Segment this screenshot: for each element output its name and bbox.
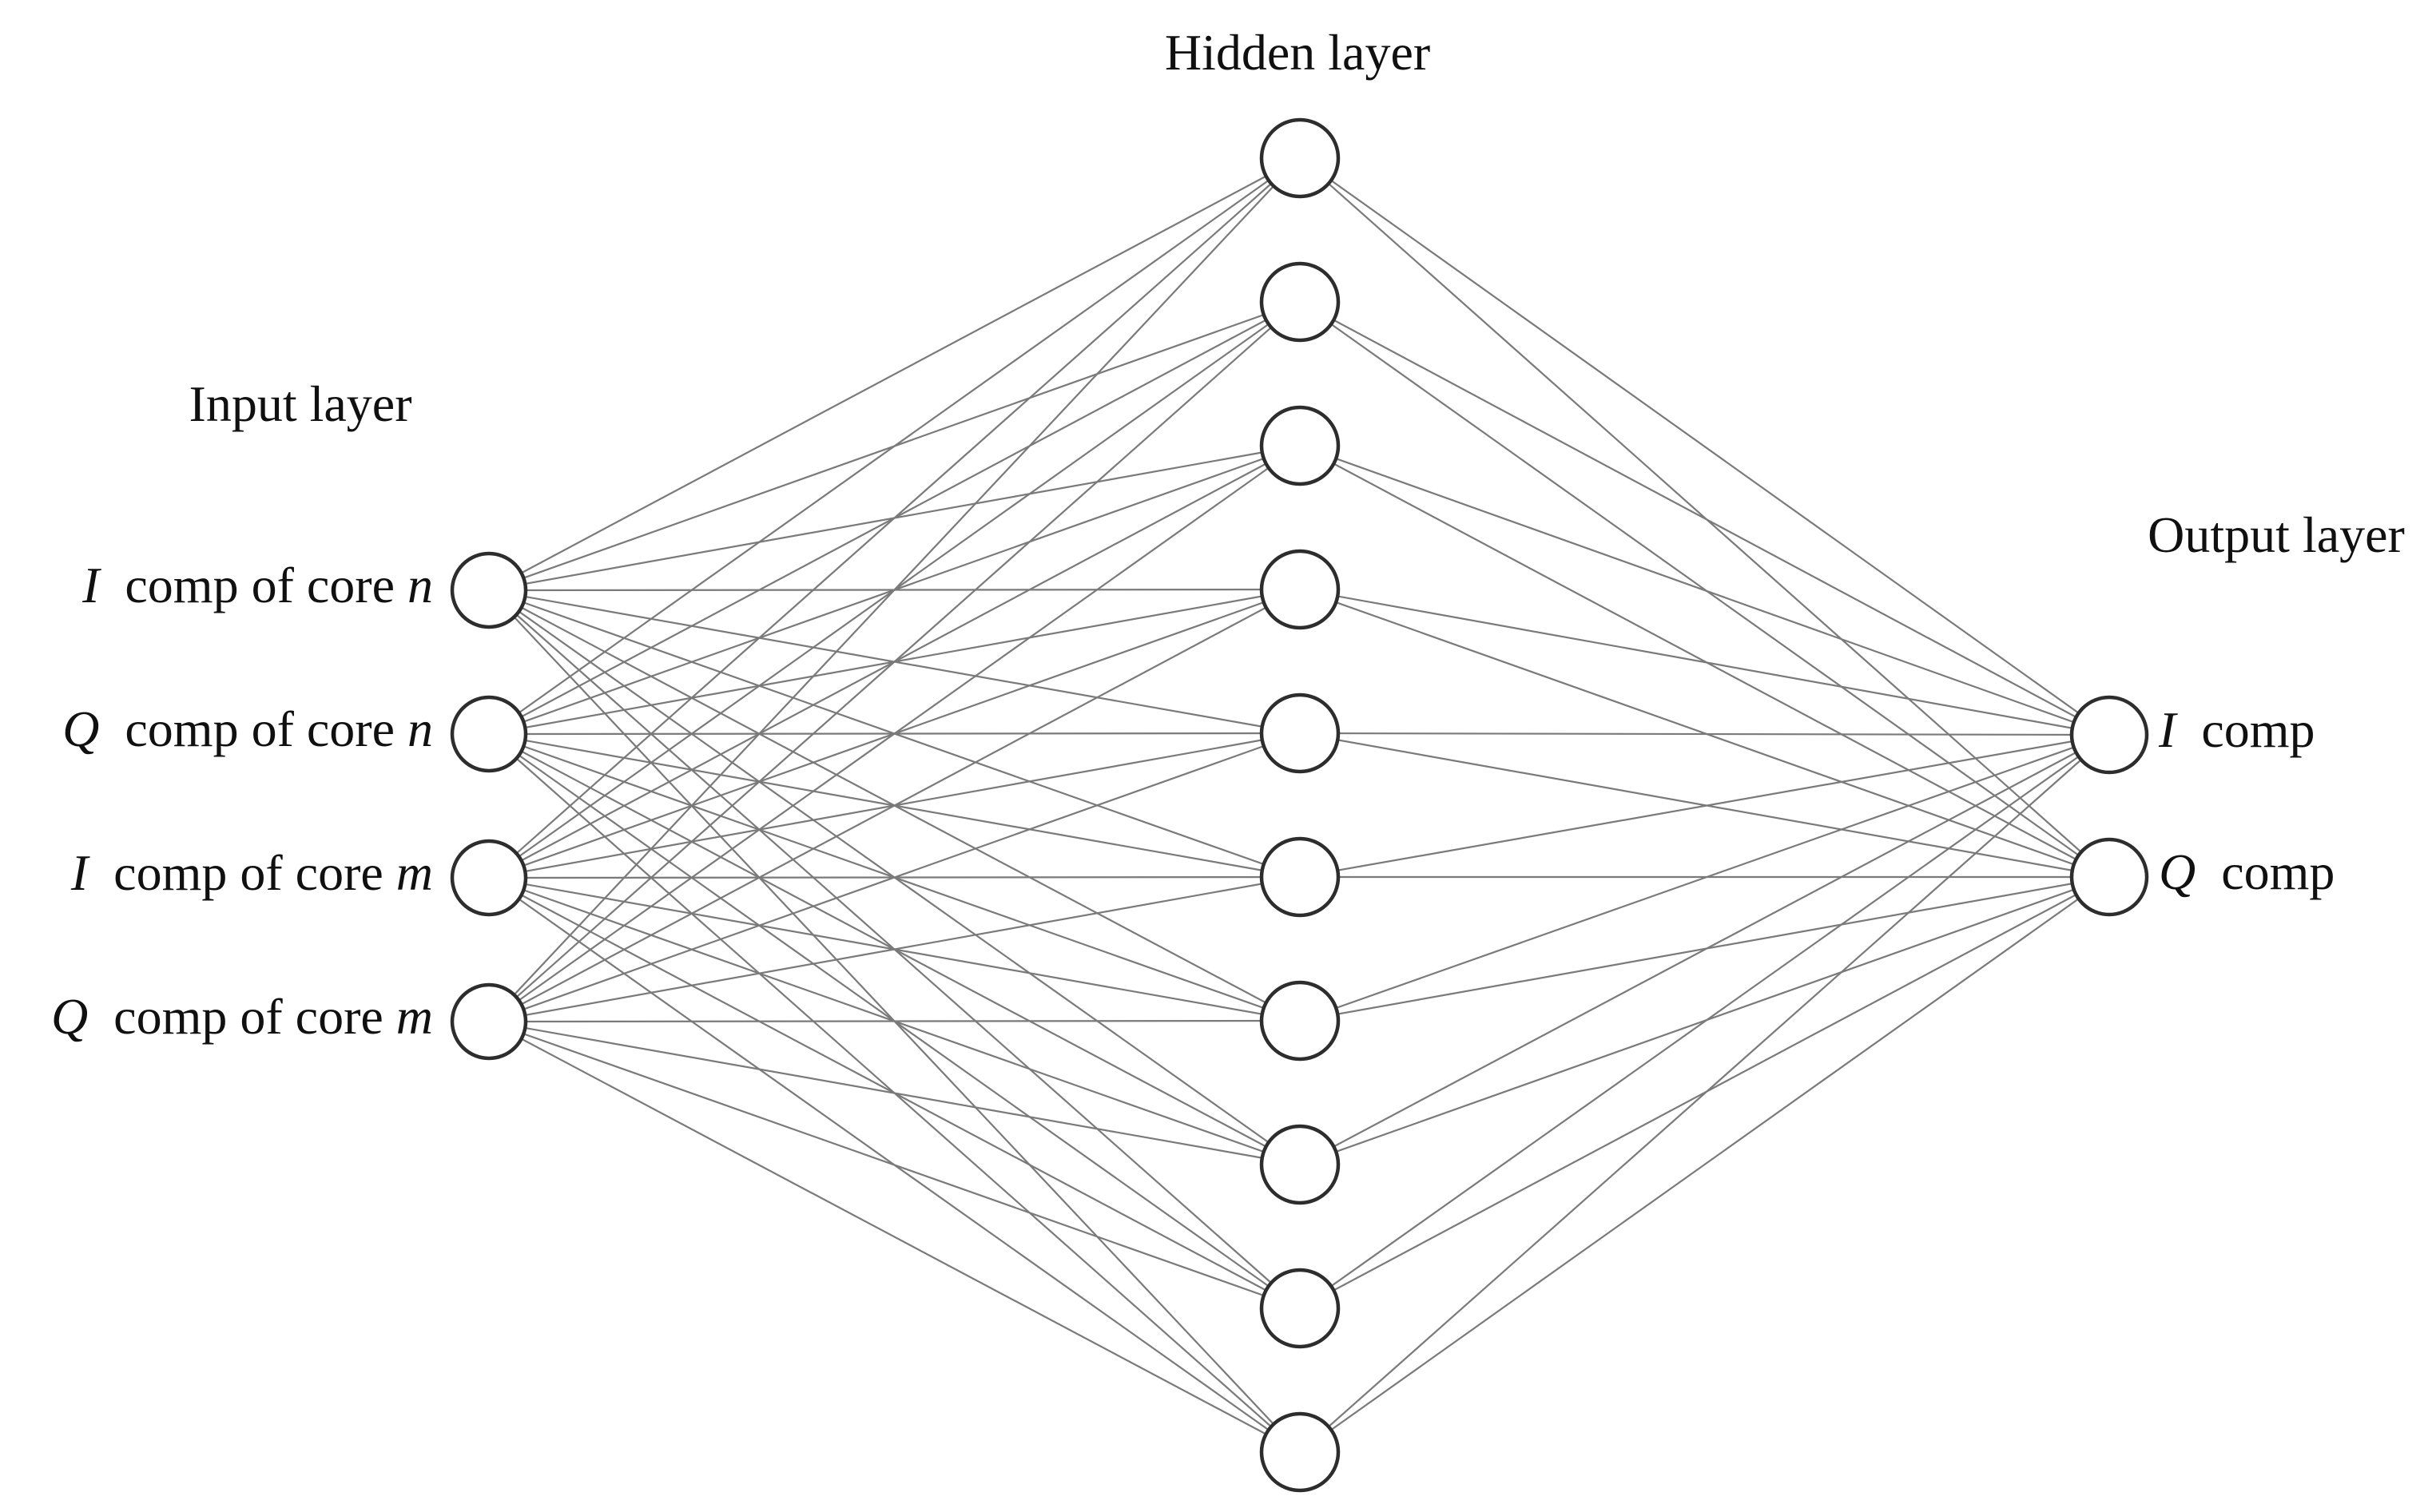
hidden-node <box>1259 836 1341 918</box>
edge <box>1299 444 2110 736</box>
input-node-label: I comp of core m <box>71 847 433 899</box>
edge <box>488 157 1301 591</box>
edge <box>1299 733 2110 1022</box>
label-segment: comp of core <box>99 557 407 613</box>
edge <box>1299 734 2110 1165</box>
input-layer-title: Input layer <box>189 375 412 432</box>
label-segment: comp <box>2176 701 2315 758</box>
input-node <box>450 839 528 917</box>
edge <box>1299 733 2110 879</box>
hidden-node <box>1259 261 1341 343</box>
label-segment: n <box>407 700 433 757</box>
label-segment: comp of core <box>99 700 407 757</box>
label-segment: m <box>395 988 433 1045</box>
label-segment: comp of core <box>88 988 396 1045</box>
hidden-node <box>1259 1411 1341 1493</box>
input-node-label: I comp of core n <box>82 560 433 611</box>
edge <box>1299 732 2110 736</box>
nodes <box>450 117 2149 1493</box>
hidden-node <box>1259 549 1341 630</box>
hidden-node <box>1259 117 1341 199</box>
edge <box>1299 157 2110 736</box>
hidden-layer-title: Hidden layer <box>1164 24 1431 81</box>
edge <box>1299 301 2110 736</box>
edge <box>488 1020 1301 1166</box>
label-segment: m <box>395 844 433 901</box>
label-segment: Q <box>50 988 89 1045</box>
hidden-node <box>1259 1124 1341 1205</box>
edge <box>488 301 1301 1022</box>
input-node-label: Q comp of core m <box>51 991 433 1042</box>
edge <box>1299 876 2110 1453</box>
input-node <box>450 982 528 1061</box>
label-segment: comp <box>2196 843 2335 900</box>
label-segment: n <box>407 557 433 613</box>
input-node-label: Q comp of core n <box>62 704 433 755</box>
output-layer-title: Output layer <box>2148 506 2405 563</box>
label-segment: Q <box>62 700 100 757</box>
output-node-label: I comp <box>2159 704 2315 756</box>
input-node <box>450 695 528 773</box>
input-node <box>450 551 528 629</box>
edge <box>488 1019 1301 1023</box>
edge <box>1299 734 2110 1309</box>
edge <box>1299 734 2110 1453</box>
output-node <box>2069 837 2149 917</box>
edge <box>488 732 1301 1023</box>
label-segment: I <box>82 557 100 613</box>
edge <box>488 1020 1301 1310</box>
edge <box>488 157 1301 1022</box>
edge <box>488 157 1301 735</box>
hidden-node <box>1259 405 1341 486</box>
edge <box>488 445 1301 1022</box>
label-segment: comp of core <box>88 844 396 901</box>
hidden-node <box>1259 980 1341 1062</box>
label-segment: I <box>70 844 89 901</box>
edge <box>488 1021 1301 1453</box>
edge <box>488 875 1301 1023</box>
label-segment: I <box>2159 701 2176 758</box>
edge <box>1299 588 2110 736</box>
hidden-node <box>1259 693 1341 774</box>
hidden-node <box>1259 1268 1341 1349</box>
label-segment: Q <box>2159 843 2196 900</box>
edges <box>488 157 2110 1453</box>
output-node-label: Q comp <box>2159 847 2335 898</box>
output-node <box>2069 695 2149 775</box>
edge <box>488 589 1301 1022</box>
edge <box>488 157 1301 879</box>
